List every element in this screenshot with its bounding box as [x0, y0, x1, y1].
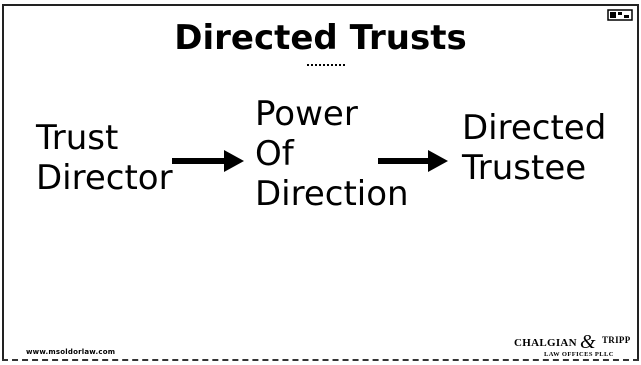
node-trust-director: Trust Director	[36, 118, 173, 198]
slide-border-right	[637, 4, 639, 361]
svg-text:TRIPP: TRIPP	[602, 335, 631, 345]
node-power-of-direction: Power Of Direction	[255, 94, 409, 214]
right-arrow-icon	[172, 150, 244, 172]
node-directed-trustee: Directed Trustee	[462, 108, 607, 188]
footer-url: www.msoldorlaw.com	[26, 348, 116, 356]
svg-text:CHALGIAN: CHALGIAN	[514, 337, 577, 349]
firm-logo: CHALGIAN & TRIPP LAW OFFICES PLLC	[514, 332, 631, 358]
right-arrow-icon	[378, 150, 448, 172]
slide-title: Directed Trusts	[174, 18, 467, 58]
slide-border-bottom	[2, 359, 639, 361]
slide-border-top	[2, 4, 639, 6]
slide-marker-icon	[607, 9, 633, 21]
slide-border-left	[2, 4, 4, 361]
svg-text:&: &	[580, 332, 596, 353]
title-underline	[307, 64, 345, 66]
svg-text:LAW OFFICES PLLC: LAW OFFICES PLLC	[544, 351, 614, 358]
